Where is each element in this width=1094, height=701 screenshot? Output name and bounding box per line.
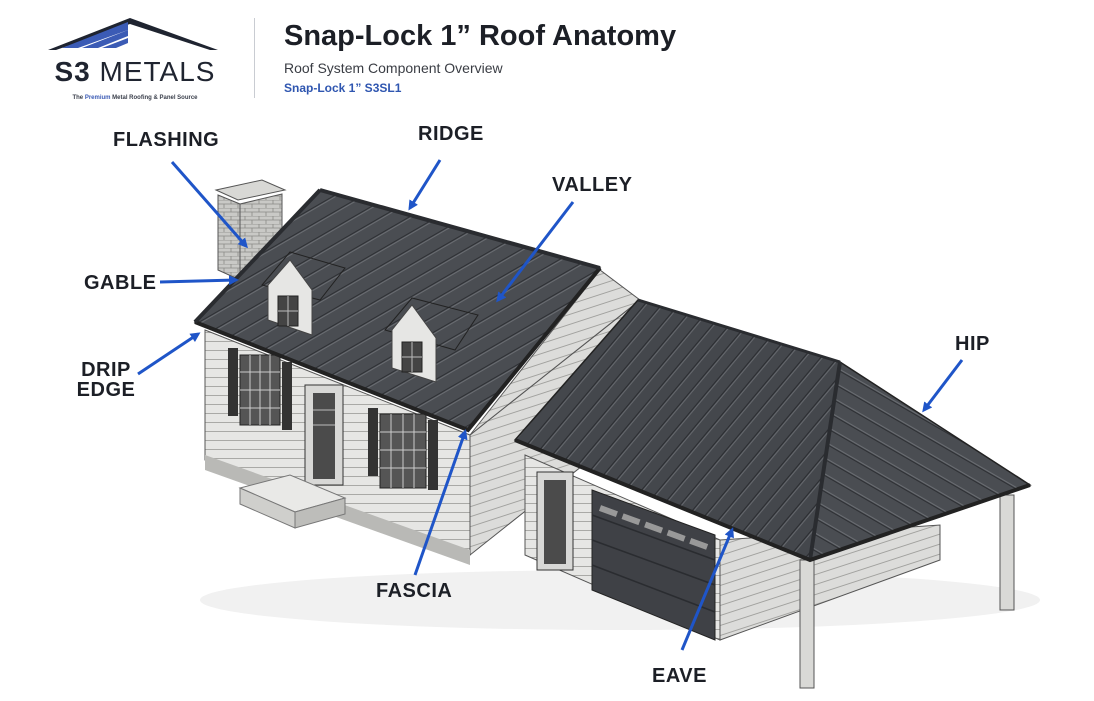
arrow-ridge [408, 159, 442, 211]
label-drip-edge: DRIP EDGE [76, 360, 136, 400]
label-drip-edge-line2: EDGE [76, 379, 136, 401]
label-ridge: RIDGE [418, 123, 484, 145]
page-subtitle: Roof System Component Overview [284, 60, 503, 76]
porch-post [999, 494, 1015, 611]
logo-wordmark: S3 METALS [54, 56, 216, 87]
arrow-fascia [413, 429, 468, 576]
front-door [304, 384, 344, 486]
garage-side-door [536, 471, 574, 571]
s3-metals-logo: S3 METALS The Premium Metal Roofing & Pa… [40, 14, 240, 104]
label-gable: GABLE [84, 272, 157, 294]
label-eave: EAVE [652, 665, 707, 687]
label-valley: VALLEY [552, 174, 633, 196]
arrow-flashing [170, 161, 248, 249]
page-title: Snap-Lock 1” Roof Anatomy [284, 20, 677, 52]
porch-post [799, 559, 815, 689]
callout-arrows [137, 159, 964, 651]
hip-roof [513, 298, 1032, 563]
label-drip-edge-line1: DRIP [81, 359, 131, 381]
label-fascia: FASCIA [376, 580, 453, 602]
arrow-drip-edge [137, 332, 201, 376]
header-divider [254, 18, 255, 98]
window [368, 408, 438, 490]
product-model: Snap-Lock 1” S3SL1 [284, 81, 402, 95]
garage-door [591, 489, 716, 641]
dormer-right [384, 297, 479, 383]
arrow-hip [922, 359, 964, 413]
label-flashing: FLASHING [113, 129, 220, 151]
window [228, 348, 292, 430]
arrow-gable [159, 275, 239, 286]
dormer-left [261, 251, 346, 336]
arrow-valley [496, 201, 575, 303]
main-roof [193, 188, 602, 433]
arrow-eave [680, 527, 734, 651]
label-hip: HIP [955, 333, 990, 355]
logo-roof-mark [48, 18, 218, 50]
garage [524, 454, 1015, 689]
logo-tagline: The Premium Metal Roofing & Panel Source [72, 95, 198, 101]
